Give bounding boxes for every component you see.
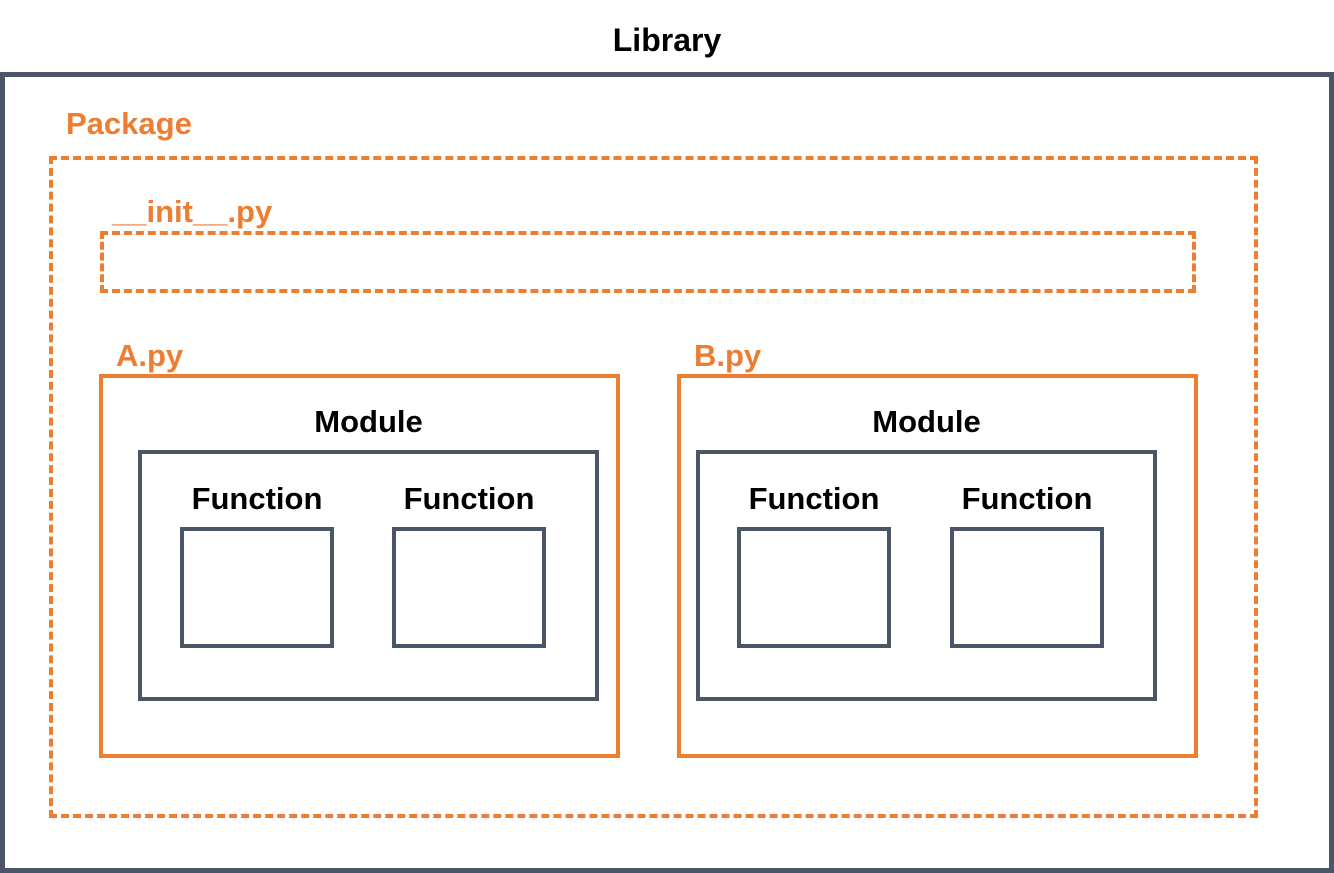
file-a-container — [99, 374, 620, 758]
module-a-container — [138, 450, 599, 701]
init-file-label: __init__.py — [112, 194, 273, 229]
module-a-label: Module — [314, 404, 423, 439]
file-b-label: B.py — [694, 338, 762, 373]
module-b-label: Module — [872, 404, 981, 439]
function-b1-label: Function — [748, 481, 880, 516]
file-a-label: A.py — [116, 338, 184, 373]
function-a1-box — [180, 527, 334, 648]
function-b2-label: Function — [961, 481, 1093, 516]
function-a2-label: Function — [403, 481, 535, 516]
module-b-container — [696, 450, 1157, 701]
package-label: Package — [66, 106, 192, 141]
file-b-container — [677, 374, 1198, 758]
function-b1-box — [737, 527, 891, 648]
library-container — [0, 72, 1334, 873]
init-file-container — [100, 231, 1196, 293]
library-title: Library — [612, 22, 722, 58]
function-b2-box — [950, 527, 1104, 648]
function-a1-label: Function — [191, 481, 323, 516]
package-container — [49, 156, 1258, 818]
function-a2-box — [392, 527, 546, 648]
